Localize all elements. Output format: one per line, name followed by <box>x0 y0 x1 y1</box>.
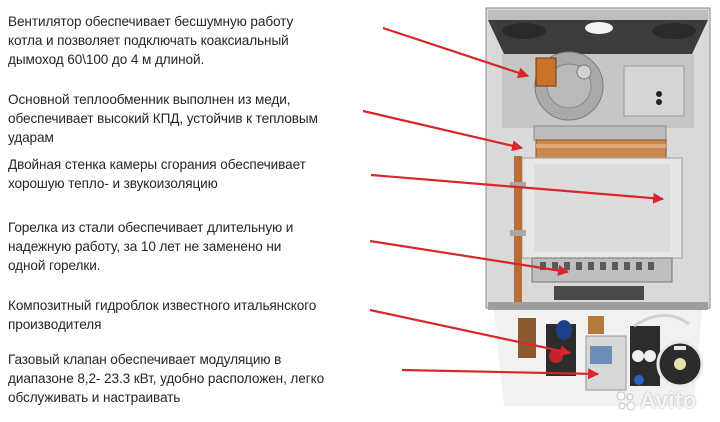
gas-boiler-image <box>485 7 711 406</box>
caption-hydroblock: Композитный гидроблок известного итальян… <box>8 298 317 332</box>
avito-watermark: Avito <box>640 388 697 413</box>
caption-gas-valve: Газовый клапан обеспечивает модуляцию в … <box>8 352 325 405</box>
avito-logo-icon <box>616 391 636 411</box>
caption-chamber-wall: Двойная стенка камеры сгорания обеспечив… <box>8 157 306 191</box>
caption-heat-exchanger: Основной теплообменник выполнен из меди,… <box>8 92 318 145</box>
caption-burner: Горелка из стали обеспечивает длительную… <box>8 220 294 273</box>
caption-fan: Вентилятор обеспечивает бесшумную работу… <box>8 14 294 67</box>
